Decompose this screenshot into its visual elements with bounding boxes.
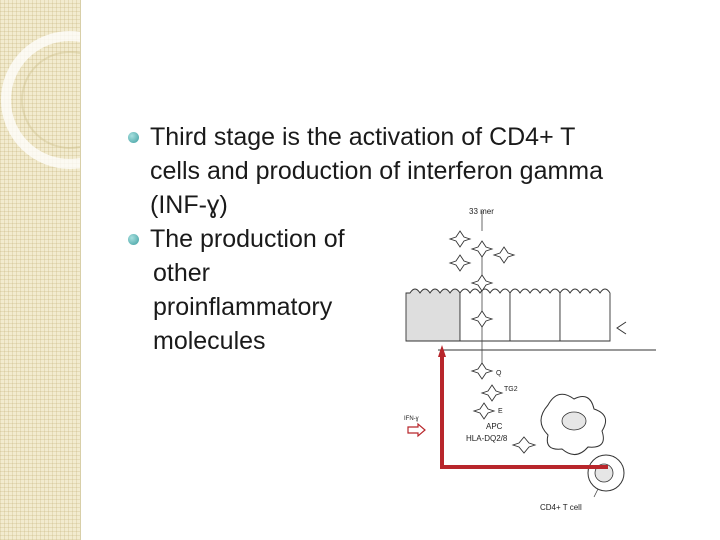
- bullet-line: The production of: [150, 225, 345, 253]
- figure-label-apc: APC: [486, 422, 503, 431]
- bullet-item-proinflammatory: The production of other proinflammatory …: [128, 222, 698, 358]
- decorative-side-strip: [0, 0, 81, 540]
- bullet-line: (INF-ɣ): [150, 191, 228, 219]
- figure-label-ifn: IFN-ɣ: [404, 416, 419, 422]
- figure-label-hla: HLA-DQ2/8: [466, 434, 508, 443]
- bullet-list: Third stage is the activation of CD4+ T …: [128, 120, 698, 358]
- figure-label-e: E: [498, 408, 503, 415]
- bullet-dot-icon: [128, 132, 139, 143]
- bullet-line: cells and production of interferon gamma: [150, 157, 604, 185]
- bullet-item-cd4-activation: Third stage is the activation of CD4+ T …: [128, 120, 698, 222]
- bullet-dot-icon: [128, 234, 139, 245]
- ring-ornament-icon: [1, 31, 80, 169]
- figure-label-peptide: 33 mer: [469, 207, 494, 216]
- pathway-diagram: 33 mer Q TG2 E APC HLA-DQ2/8 IFN-ɣ CD4+ …: [404, 207, 656, 512]
- bullet-line: molecules: [153, 327, 266, 355]
- bullet-line: other: [153, 259, 210, 287]
- celiac-pathway-figure: 33 mer Q TG2 E APC HLA-DQ2/8 IFN-ɣ CD4+ …: [398, 205, 658, 520]
- figure-label-cd4: CD4+ T cell: [540, 503, 582, 512]
- figure-label-tg2: TG2: [504, 386, 518, 393]
- bullet-line: proinflammatory: [153, 293, 333, 321]
- bullet-line: Third stage is the activation of CD4+ T: [150, 123, 576, 151]
- figure-label-q: Q: [496, 370, 502, 377]
